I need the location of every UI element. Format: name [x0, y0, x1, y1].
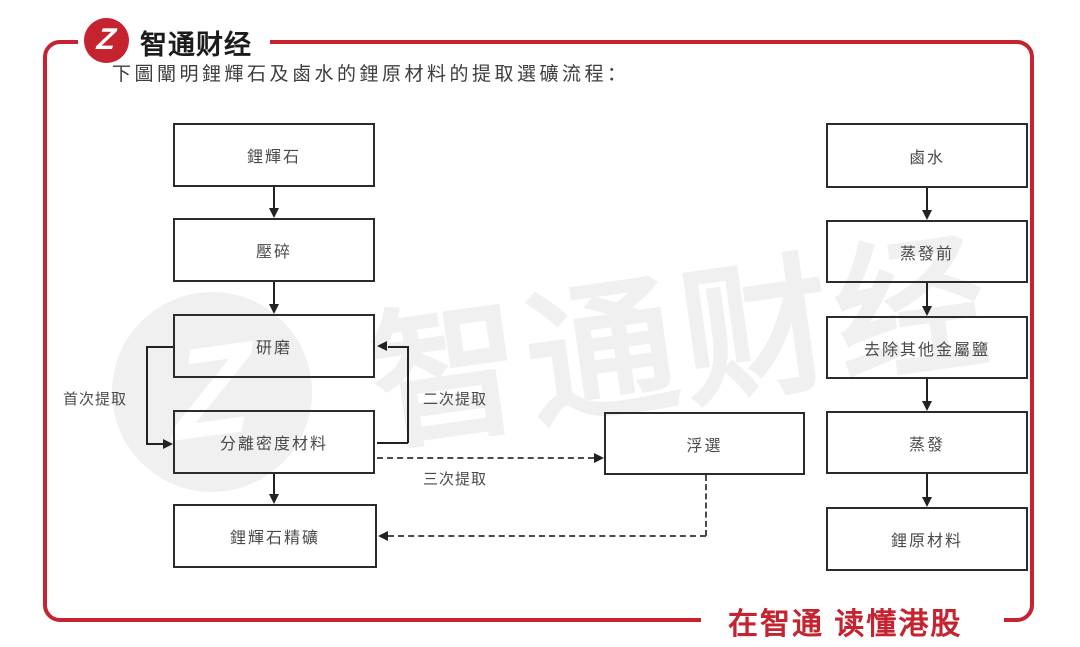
box-spodumene-concentrate: 鋰輝石精礦 — [173, 504, 377, 568]
label-first-extraction: 首次提取 — [63, 391, 128, 408]
box-crushing: 壓碎 — [173, 218, 375, 282]
brand-name: 智通财经 — [140, 30, 252, 60]
arrow-line — [926, 379, 928, 402]
loop-line — [377, 442, 408, 444]
zhitong-logo-icon: Z — [84, 18, 129, 63]
arrow-down-icon — [922, 497, 932, 507]
arrow-line — [273, 187, 275, 209]
red-border-frame — [43, 40, 1034, 622]
arrow-line — [926, 188, 928, 211]
box-remove-metal-salts: 去除其他金屬鹽 — [826, 316, 1028, 379]
arrow-line — [926, 474, 928, 498]
footer-slogan: 在智通 读懂港股 — [728, 608, 963, 641]
box-density-separation: 分離密度材料 — [173, 410, 375, 474]
arrow-left-icon — [378, 531, 388, 541]
frame-gap-bottom — [701, 610, 1004, 627]
arrow-line — [273, 474, 275, 495]
loop-line — [146, 346, 148, 444]
loop-line — [407, 346, 409, 443]
dashed-line — [377, 457, 594, 459]
box-lithium-raw-material: 鋰原材料 — [826, 507, 1028, 571]
arrow-right-icon — [163, 439, 173, 449]
dashed-line — [388, 535, 706, 537]
loop-line — [146, 346, 173, 348]
page-title: 下圖闡明鋰輝石及鹵水的鋰原材料的提取選礦流程： — [112, 64, 630, 85]
box-pre-evaporation: 蒸發前 — [826, 220, 1028, 283]
box-brine: 鹵水 — [826, 123, 1028, 188]
arrow-right-icon — [594, 453, 604, 463]
arrow-down-icon — [922, 210, 932, 220]
box-spodumene: 鋰輝石 — [173, 123, 375, 187]
logo-z-glyph: Z — [95, 22, 118, 56]
box-flotation: 浮選 — [604, 412, 805, 475]
arrow-down-icon — [269, 494, 279, 504]
loop-line — [146, 443, 163, 445]
arrow-down-icon — [922, 306, 932, 316]
box-evaporation: 蒸發 — [826, 411, 1028, 474]
arrow-down-icon — [922, 401, 932, 411]
loop-line — [388, 346, 408, 348]
box-grinding: 研磨 — [173, 314, 375, 378]
arrow-line — [273, 282, 275, 305]
label-third-extraction: 三次提取 — [423, 471, 488, 488]
arrow-line — [926, 283, 928, 307]
arrow-down-icon — [269, 304, 279, 314]
arrow-left-icon — [377, 341, 387, 351]
arrow-down-icon — [269, 208, 279, 218]
dashed-line — [705, 475, 707, 536]
label-second-extraction: 二次提取 — [423, 391, 488, 408]
